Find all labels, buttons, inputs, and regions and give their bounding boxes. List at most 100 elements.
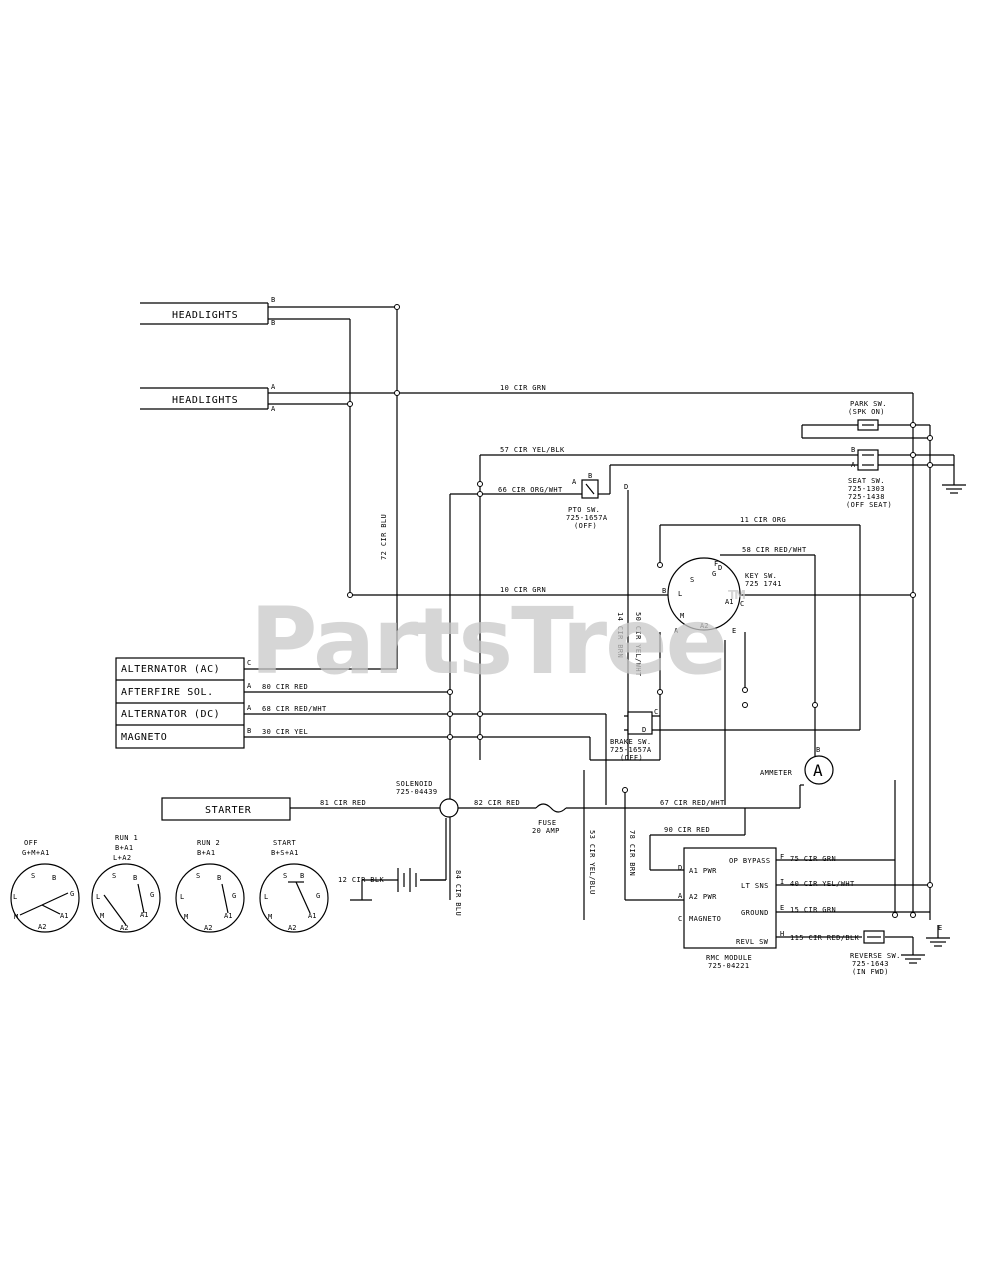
svg-text:M: M <box>184 913 188 921</box>
svg-text:C: C <box>247 659 251 667</box>
svg-text:L: L <box>264 893 268 901</box>
svg-text:A2: A2 <box>204 924 212 932</box>
svg-text:RMC MODULE: RMC MODULE <box>706 954 752 962</box>
svg-text:A1: A1 <box>140 911 148 919</box>
svg-text:G: G <box>316 892 320 900</box>
svg-text:S: S <box>283 872 287 880</box>
svg-text:F: F <box>780 853 784 861</box>
svg-text:B: B <box>851 446 855 454</box>
svg-text:725-04221: 725-04221 <box>708 962 750 970</box>
wiring <box>244 306 966 964</box>
svg-text:E: E <box>938 924 942 932</box>
svg-text:H: H <box>780 930 784 938</box>
headlights-b-label: HEADLIGHTS <box>172 310 238 321</box>
svg-text:B+S+A1: B+S+A1 <box>271 849 299 857</box>
seat-switch: B A SEAT SW. 725-1303 725-1438 (OFF SEAT… <box>846 446 892 509</box>
svg-text:L: L <box>180 893 184 901</box>
park-switch: PARK SW. (SPK ON) <box>848 400 887 431</box>
svg-text:L: L <box>96 893 100 901</box>
svg-text:A: A <box>247 682 252 690</box>
svg-text:S: S <box>690 576 694 584</box>
svg-text:(OFF SEAT): (OFF SEAT) <box>846 501 892 509</box>
svg-text:A2 PWR: A2 PWR <box>689 893 717 901</box>
svg-text:B+A1: B+A1 <box>115 844 133 852</box>
svg-text:I: I <box>780 878 784 886</box>
solenoid: SOLENOID 725-04439 <box>396 780 459 818</box>
key-position-run1: RUN 1 B+A1 L+A2 S B L G M A1 A2 <box>91 834 161 933</box>
svg-text:SOLENOID: SOLENOID <box>396 780 433 788</box>
svg-text:B: B <box>588 472 592 480</box>
svg-text:A1 PWR: A1 PWR <box>689 867 717 875</box>
brake-switch: C D BRAKE SW. 725-1657A (OFF) <box>610 708 658 762</box>
svg-text:REVL SW: REVL SW <box>736 938 769 946</box>
svg-text:A: A <box>678 892 683 900</box>
svg-text:D: D <box>718 564 722 572</box>
headlights-a-label: HEADLIGHTS <box>172 395 238 406</box>
svg-text:B: B <box>52 874 56 882</box>
svg-text:RUN 2: RUN 2 <box>197 839 220 847</box>
key-switch: S G L A1 M A2 B D C A E F KEY SW. 725 17… <box>662 557 782 635</box>
alternator-ac-label: ALTERNATOR (AC) <box>121 664 220 675</box>
svg-text:81 CIR RED: 81 CIR RED <box>320 799 366 807</box>
svg-text:A2: A2 <box>120 924 128 932</box>
svg-text:B: B <box>662 587 666 595</box>
svg-text:66 CIR ORG/WHT: 66 CIR ORG/WHT <box>498 486 563 494</box>
key-position-start: START B+S+A1 S B L G M A1 A2 <box>259 839 329 933</box>
svg-text:B: B <box>300 872 304 880</box>
magneto-label: MAGNETO <box>121 732 167 743</box>
svg-text:725-1657A: 725-1657A <box>610 746 652 754</box>
svg-text:(SPK ON): (SPK ON) <box>848 408 885 416</box>
svg-text:80 CIR RED: 80 CIR RED <box>262 683 308 691</box>
svg-text:L: L <box>678 590 682 598</box>
svg-text:PARK SW.: PARK SW. <box>850 400 887 408</box>
svg-text:C: C <box>678 915 682 923</box>
svg-text:725-1657A: 725-1657A <box>566 514 608 522</box>
reverse-switch: E REVERSE SW. 725-1643 (IN FWD) <box>850 924 942 976</box>
svg-text:OP BYPASS: OP BYPASS <box>729 857 771 865</box>
svg-text:40 CIR YEL/WHT: 40 CIR YEL/WHT <box>790 880 855 888</box>
key-position-run2: RUN 2 B+A1 S B L G M A1 A2 <box>175 839 245 933</box>
svg-text:D: D <box>642 726 646 734</box>
svg-text:G: G <box>150 891 154 899</box>
pto-switch: A B D PTO SW. 725-1657A (OFF) <box>566 472 628 530</box>
svg-text:75 CIR GRN: 75 CIR GRN <box>790 855 836 863</box>
svg-text:M: M <box>14 913 18 921</box>
svg-text:B+A1: B+A1 <box>197 849 215 857</box>
afterfire-sol-label: AFTERFIRE SOL. <box>121 687 214 698</box>
svg-text:C: C <box>654 708 658 716</box>
svg-text:GROUND: GROUND <box>741 909 769 917</box>
svg-text:20 AMP: 20 AMP <box>532 827 560 835</box>
svg-text:A: A <box>247 704 252 712</box>
svg-text:M: M <box>680 612 684 620</box>
ammeter: A B AMMETER <box>760 746 834 785</box>
svg-text:68 CIR RED/WHT: 68 CIR RED/WHT <box>262 705 327 713</box>
svg-text:E: E <box>780 904 784 912</box>
svg-text:S: S <box>31 872 35 880</box>
svg-text:L: L <box>13 893 17 901</box>
svg-text:B: B <box>816 746 820 754</box>
svg-text:D: D <box>624 483 628 491</box>
svg-text:G: G <box>712 570 716 578</box>
svg-text:A: A <box>851 461 856 469</box>
svg-text:MAGNETO: MAGNETO <box>689 915 721 923</box>
svg-text:B: B <box>217 874 221 882</box>
svg-text:START: START <box>273 839 296 847</box>
svg-text:OFF: OFF <box>24 839 38 847</box>
fuse: FUSE 20 AMP <box>532 803 567 835</box>
svg-text:RUN 1: RUN 1 <box>115 834 138 842</box>
svg-text:10 CIR GRN: 10 CIR GRN <box>500 586 546 594</box>
svg-text:G: G <box>232 892 236 900</box>
svg-text:(OFF): (OFF) <box>620 754 643 762</box>
svg-text:SEAT SW.: SEAT SW. <box>848 477 885 485</box>
svg-text:14 CIR BRN: 14 CIR BRN <box>616 612 624 658</box>
svg-text:12 CIR BLK: 12 CIR BLK <box>338 876 385 884</box>
svg-text:58 CIR RED/WHT: 58 CIR RED/WHT <box>742 546 807 554</box>
svg-text:(IN FWD): (IN FWD) <box>852 968 889 976</box>
svg-text:15 CIR GRN: 15 CIR GRN <box>790 906 836 914</box>
svg-text:A1: A1 <box>60 912 68 920</box>
svg-text:84 CIR BLU: 84 CIR BLU <box>454 870 462 916</box>
svg-text:67 CIR RED/WHT: 67 CIR RED/WHT <box>660 799 725 807</box>
svg-text:A: A <box>572 478 577 486</box>
svg-text:G: G <box>70 890 74 898</box>
rmc-module: A1 PWR A2 PWR MAGNETO OP BYPASS LT SNS G… <box>678 847 784 970</box>
